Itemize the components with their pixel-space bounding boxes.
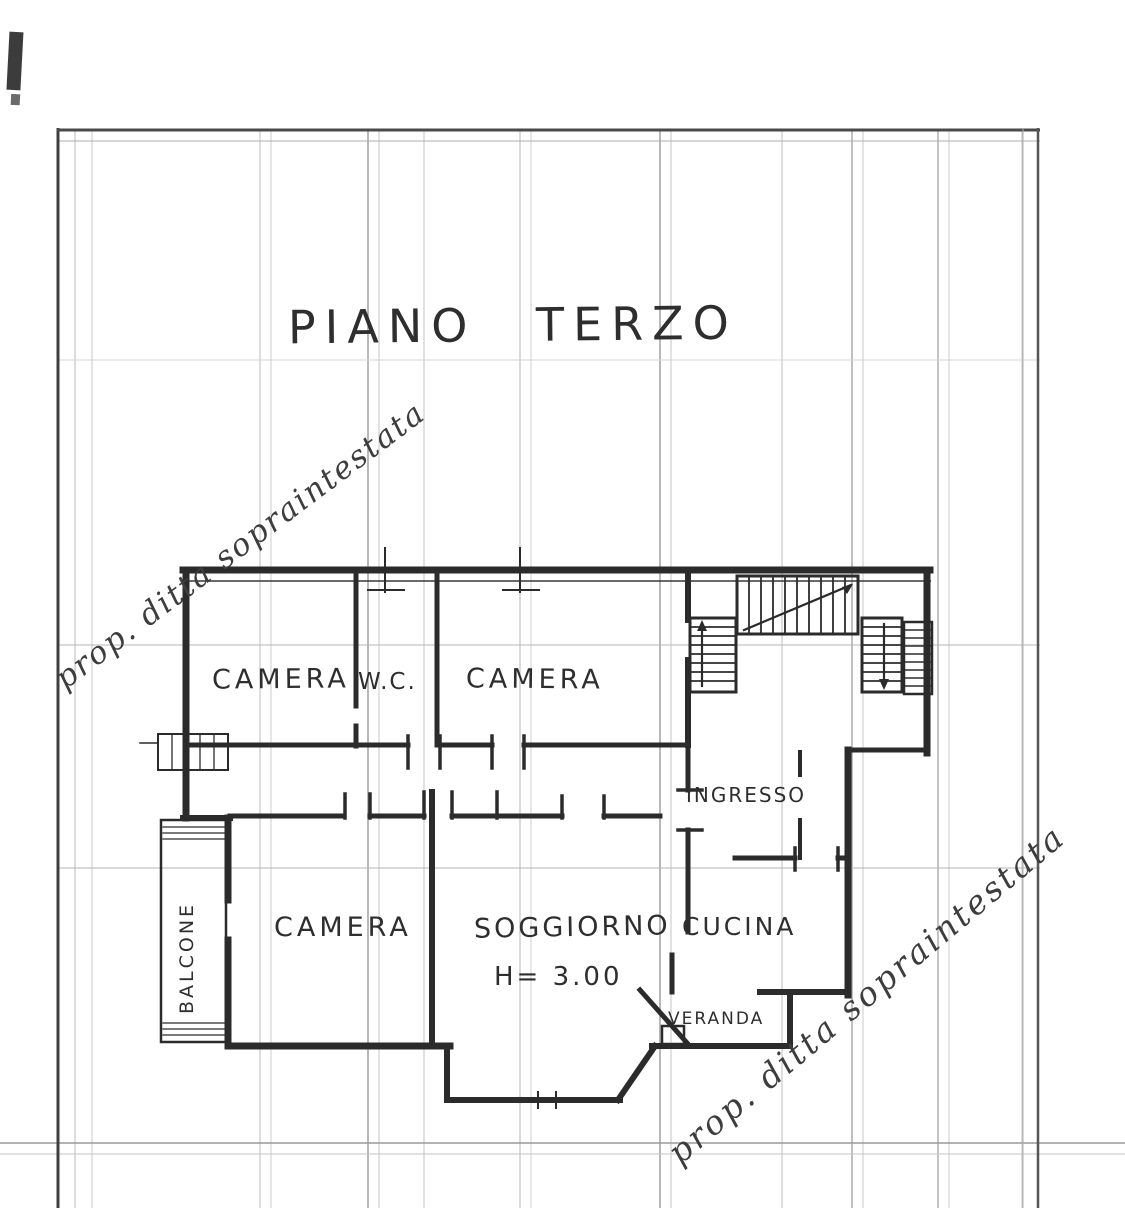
room-label-camera-bottom: CAMERA — [274, 912, 412, 943]
room-label-cucina: CUCINA — [682, 912, 797, 941]
balcony-outline — [159, 818, 228, 1044]
page-frame — [56, 128, 1040, 1208]
interior-walls — [183, 569, 851, 1049]
room-label-camera-top-left: CAMERA — [211, 663, 350, 696]
staircase — [688, 574, 904, 694]
room-label-wc: W.C. — [358, 669, 417, 695]
windows — [139, 547, 934, 1109]
room-label-balcone: BALCONE — [176, 901, 198, 1014]
room-label-soggiorno: SOGGIORNO — [473, 910, 671, 945]
plan-title: PIANO TERZO — [287, 295, 739, 355]
room-height-annotation: H= 3.00 — [494, 962, 623, 992]
door-jambs — [343, 734, 840, 872]
room-label-camera-top-right: CAMERA — [465, 663, 604, 696]
exterior-walls — [179, 566, 934, 1105]
room-label-ingresso: INGRESSO — [686, 783, 807, 807]
scan-artifact-blob — [6, 31, 24, 106]
room-label-veranda: VERANDA — [668, 1009, 765, 1029]
